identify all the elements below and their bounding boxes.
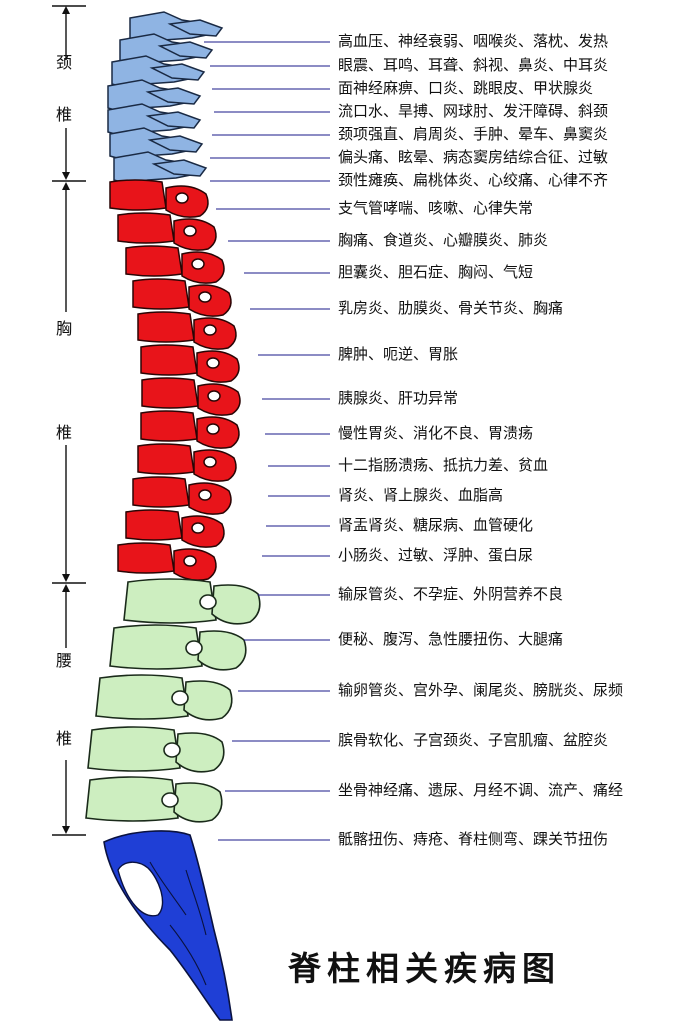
thoracic-vertebra bbox=[117, 212, 175, 244]
disease-label: 流口水、旱搏、网球肘、发汗障碍、斜颈 bbox=[338, 102, 609, 120]
disease-label: 面神经麻痹、口炎、跳眼皮、甲状腺炎 bbox=[338, 79, 594, 97]
lumbar-vertebra bbox=[123, 578, 217, 624]
lumbar-process bbox=[211, 584, 261, 625]
cervical-process bbox=[151, 159, 208, 177]
foramen bbox=[191, 522, 205, 534]
disease-label: 高血压、神经衰弱、咽喉炎、落枕、发热 bbox=[338, 32, 609, 50]
lumbar-vertebra bbox=[109, 624, 203, 670]
lumbar-vertebrae bbox=[85, 578, 261, 823]
lumbar-process bbox=[175, 732, 225, 773]
disease-label: 慢性胃炎、消化不良、胃溃疡 bbox=[338, 424, 534, 442]
thoracic-vertebrae bbox=[109, 179, 241, 581]
foramen bbox=[206, 423, 220, 435]
disease-label: 支气管哮喘、咳嗽、心律失常 bbox=[338, 199, 534, 217]
foramen bbox=[175, 192, 189, 204]
region-char-lumbar-2: 椎 bbox=[56, 729, 73, 748]
cervical-process bbox=[147, 135, 204, 153]
foramen bbox=[171, 690, 189, 706]
disease-label: 输尿管炎、不孕症、外阴营养不良 bbox=[338, 585, 564, 603]
disease-label: 颈项强直、肩周炎、手肿、晕车、鼻窦炎 bbox=[338, 125, 609, 143]
bracket-arrowheads bbox=[62, 6, 70, 834]
lumbar-process bbox=[173, 782, 223, 823]
lumbar-process bbox=[183, 680, 233, 721]
foramen bbox=[183, 225, 197, 237]
disease-label: 颈性瘫痪、扁桃体炎、心绞痛、心律不齐 bbox=[338, 171, 609, 189]
foramen bbox=[185, 640, 203, 656]
disease-label: 乳房炎、肋膜炎、骨关节炎、胸痛 bbox=[338, 299, 564, 317]
disease-label: 胸痛、食道炎、心瓣膜炎、肺炎 bbox=[338, 231, 549, 249]
leader-lines bbox=[204, 41, 330, 841]
foramen bbox=[199, 594, 217, 610]
cervical-process bbox=[157, 41, 214, 59]
cervical-process bbox=[167, 19, 224, 37]
cervical-vertebrae bbox=[107, 11, 224, 185]
foramen bbox=[163, 742, 181, 758]
thoracic-vertebra bbox=[132, 476, 190, 508]
region-char-cervical-2: 椎 bbox=[56, 105, 73, 124]
sacrum-coccyx bbox=[103, 830, 233, 1021]
thoracic-vertebra bbox=[109, 179, 167, 211]
disease-label: 膑骨软化、子宫颈炎、子宫肌瘤、盆腔炎 bbox=[338, 731, 609, 749]
region-brackets bbox=[52, 5, 86, 836]
lumbar-vertebra bbox=[85, 776, 179, 822]
disease-label: 胆囊炎、胆石症、胸闷、气短 bbox=[338, 263, 534, 281]
disease-label: 肾炎、肾上腺炎、血脂高 bbox=[338, 486, 504, 504]
cervical-process bbox=[145, 111, 202, 129]
region-char-thoracic-1: 胸 bbox=[56, 319, 73, 338]
disease-label: 肾盂肾炎、糖尿病、血管硬化 bbox=[338, 516, 534, 534]
lumbar-vertebra bbox=[87, 726, 181, 772]
region-char-lumbar-1: 腰 bbox=[56, 651, 73, 670]
foramen bbox=[198, 291, 212, 303]
foramen bbox=[198, 489, 212, 501]
region-char-thoracic-2: 椎 bbox=[56, 423, 73, 442]
disease-label: 胰腺炎、肝功异常 bbox=[338, 389, 459, 407]
disease-label: 便秘、腹泻、急性腰扭伤、大腿痛 bbox=[338, 630, 564, 648]
lumbar-process bbox=[197, 630, 247, 671]
thoracic-vertebra bbox=[132, 278, 190, 310]
foramen bbox=[183, 555, 197, 567]
thoracic-vertebra bbox=[137, 311, 195, 343]
disease-label: 小肠炎、过敏、浮肿、蛋白尿 bbox=[338, 546, 534, 564]
thoracic-vertebra bbox=[141, 377, 199, 409]
foramen bbox=[203, 324, 217, 336]
disease-label: 脾肿、呃逆、胃胀 bbox=[338, 345, 459, 363]
thoracic-vertebra bbox=[140, 410, 198, 442]
thoracic-vertebra bbox=[140, 344, 198, 376]
disease-label: 偏头痛、眩晕、病态窦房结综合征、过敏 bbox=[338, 148, 609, 166]
thoracic-vertebra bbox=[125, 245, 183, 277]
thoracic-vertebra bbox=[137, 443, 195, 475]
lumbar-vertebra bbox=[95, 674, 189, 720]
foramen bbox=[206, 357, 220, 369]
thoracic-vertebra bbox=[125, 509, 183, 541]
disease-label: 输卵管炎、宫外孕、阑尾炎、膀胱炎、尿频 bbox=[338, 681, 624, 699]
disease-label: 骶髂扭伤、痔疮、脊柱侧弯、踝关节扭伤 bbox=[338, 830, 609, 848]
foramen bbox=[207, 390, 221, 402]
disease-label: 眼震、耳鸣、耳聋、斜视、鼻炎、中耳炎 bbox=[338, 56, 609, 74]
cervical-process bbox=[145, 87, 202, 105]
foramen bbox=[161, 792, 179, 808]
foramen bbox=[191, 258, 205, 270]
region-char-cervical-1: 颈 bbox=[56, 53, 73, 72]
thoracic-vertebra bbox=[117, 542, 175, 574]
disease-label: 十二指肠溃疡、抵抗力差、贫血 bbox=[338, 456, 549, 474]
diagram-title: 脊柱相关疾病图 bbox=[288, 949, 561, 988]
cervical-process bbox=[149, 63, 206, 81]
disease-label: 坐骨神经痛、遗尿、月经不调、流产、痛经 bbox=[338, 781, 624, 799]
foramen bbox=[203, 456, 217, 468]
